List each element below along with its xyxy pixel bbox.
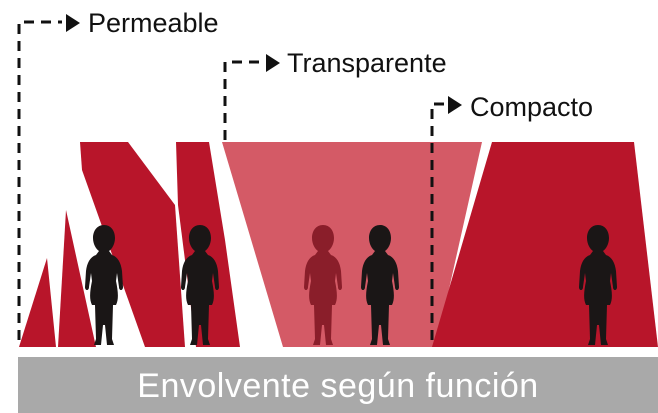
transparente-envelope (222, 142, 482, 347)
permeable-callout: Permeable (17, 8, 219, 340)
permeable-panel (58, 210, 96, 347)
footer-bar: Envolvente según función (18, 357, 658, 413)
right-arrowhead-icon (266, 54, 280, 72)
permeable-panel (80, 142, 185, 347)
right-arrowhead-icon (448, 96, 462, 114)
permeable-label: Permeable (88, 8, 219, 38)
leader-line (430, 102, 446, 340)
leader-line (223, 60, 262, 140)
transparente-label: Transparente (287, 48, 447, 78)
right-arrowhead-icon (66, 14, 80, 32)
footer-title: Envolvente según función (137, 367, 539, 405)
permeable-panel (19, 258, 56, 347)
transparente-callout: Transparente (223, 48, 447, 140)
leader-line (17, 20, 62, 340)
compacto-callout: Compacto (430, 92, 593, 340)
compacto-label: Compacto (470, 92, 593, 122)
